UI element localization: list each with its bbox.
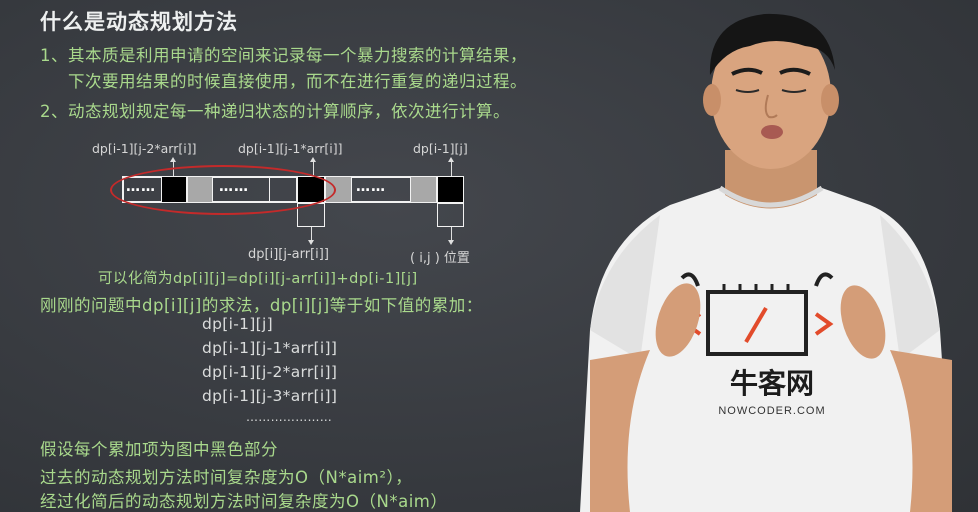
- label-top-1: dp[i-1][j-2*arr[i]]: [92, 141, 197, 156]
- tshirt: [580, 188, 952, 512]
- point-1-line-2: 下次要用结果的时候直接使用，而不在进行重复的递归过程。: [68, 72, 527, 91]
- point-1-line-1: 1、其本质是利用申请的空间来记录每一个暴力搜索的计算结果，: [40, 46, 527, 65]
- label-top-3: dp[i-1][j]: [413, 141, 468, 156]
- head: [711, 21, 831, 169]
- left-hand: [655, 283, 701, 357]
- term-3: dp[i-1][j-2*arr[i]]: [202, 363, 338, 381]
- question-text: 刚刚的问题中dp[i][j]的求法，dp[i][j]等于如下值的累加：: [40, 296, 483, 315]
- label-bottom-1: dp[i][j-arr[i]]: [248, 247, 329, 262]
- slide-title: 什么是动态规划方法: [40, 10, 238, 34]
- dots-3: ……: [356, 179, 386, 195]
- mouth: [761, 125, 783, 139]
- arrowhead-down-1: [308, 240, 314, 245]
- black-cell-3: [437, 176, 464, 203]
- gray-cell-3: [410, 176, 437, 203]
- label-bottom-2: ( i,j ) 位置: [410, 251, 470, 266]
- arrowhead-up-2: [310, 157, 316, 162]
- red-ellipse: [110, 165, 336, 215]
- arrowhead-up-3: [448, 157, 454, 162]
- simplify-formula: 可以化简为dp[i][j]=dp[i][j-arr[i]]+dp[i-1][j]: [98, 271, 418, 287]
- term-1: dp[i-1][j]: [202, 315, 273, 333]
- gray-cell-2: [325, 176, 352, 203]
- shirt-url: NOWCODER.COM: [718, 405, 825, 417]
- complexity-before: 过去的动态规划方法时间复杂度为O（N*aim²），: [40, 468, 413, 487]
- neck: [725, 150, 817, 209]
- arrow-up-3: [451, 161, 452, 176]
- term-ellipsis: …………………: [246, 410, 333, 424]
- point-2: 2、动态规划规定每一种递归状态的计算顺序，依次进行计算。: [40, 102, 510, 121]
- arrow-up-2: [313, 161, 314, 176]
- cell-below-2: [437, 203, 464, 227]
- arrowhead-down-2: [448, 240, 454, 245]
- term-2: dp[i-1][j-1*arr[i]]: [202, 339, 338, 357]
- hair: [709, 13, 835, 75]
- label-top-2: dp[i-1][j-1*arr[i]]: [238, 141, 343, 156]
- right-hand: [840, 285, 886, 359]
- arrow-down-1: [311, 227, 312, 241]
- arrow-down-2: [451, 227, 452, 241]
- term-4: dp[i-1][j-3*arr[i]]: [202, 387, 338, 405]
- arrowhead-up-1: [170, 157, 176, 162]
- assumption-text: 假设每个累加项为图中黑色部分: [40, 440, 278, 459]
- complexity-after: 经过化简后的动态规划方法时间复杂度为O（N*aim）: [40, 492, 448, 511]
- presenter-figure: 牛客网 NOWCODER.COM: [580, 13, 952, 512]
- shirt-brand: 牛客网: [730, 367, 814, 399]
